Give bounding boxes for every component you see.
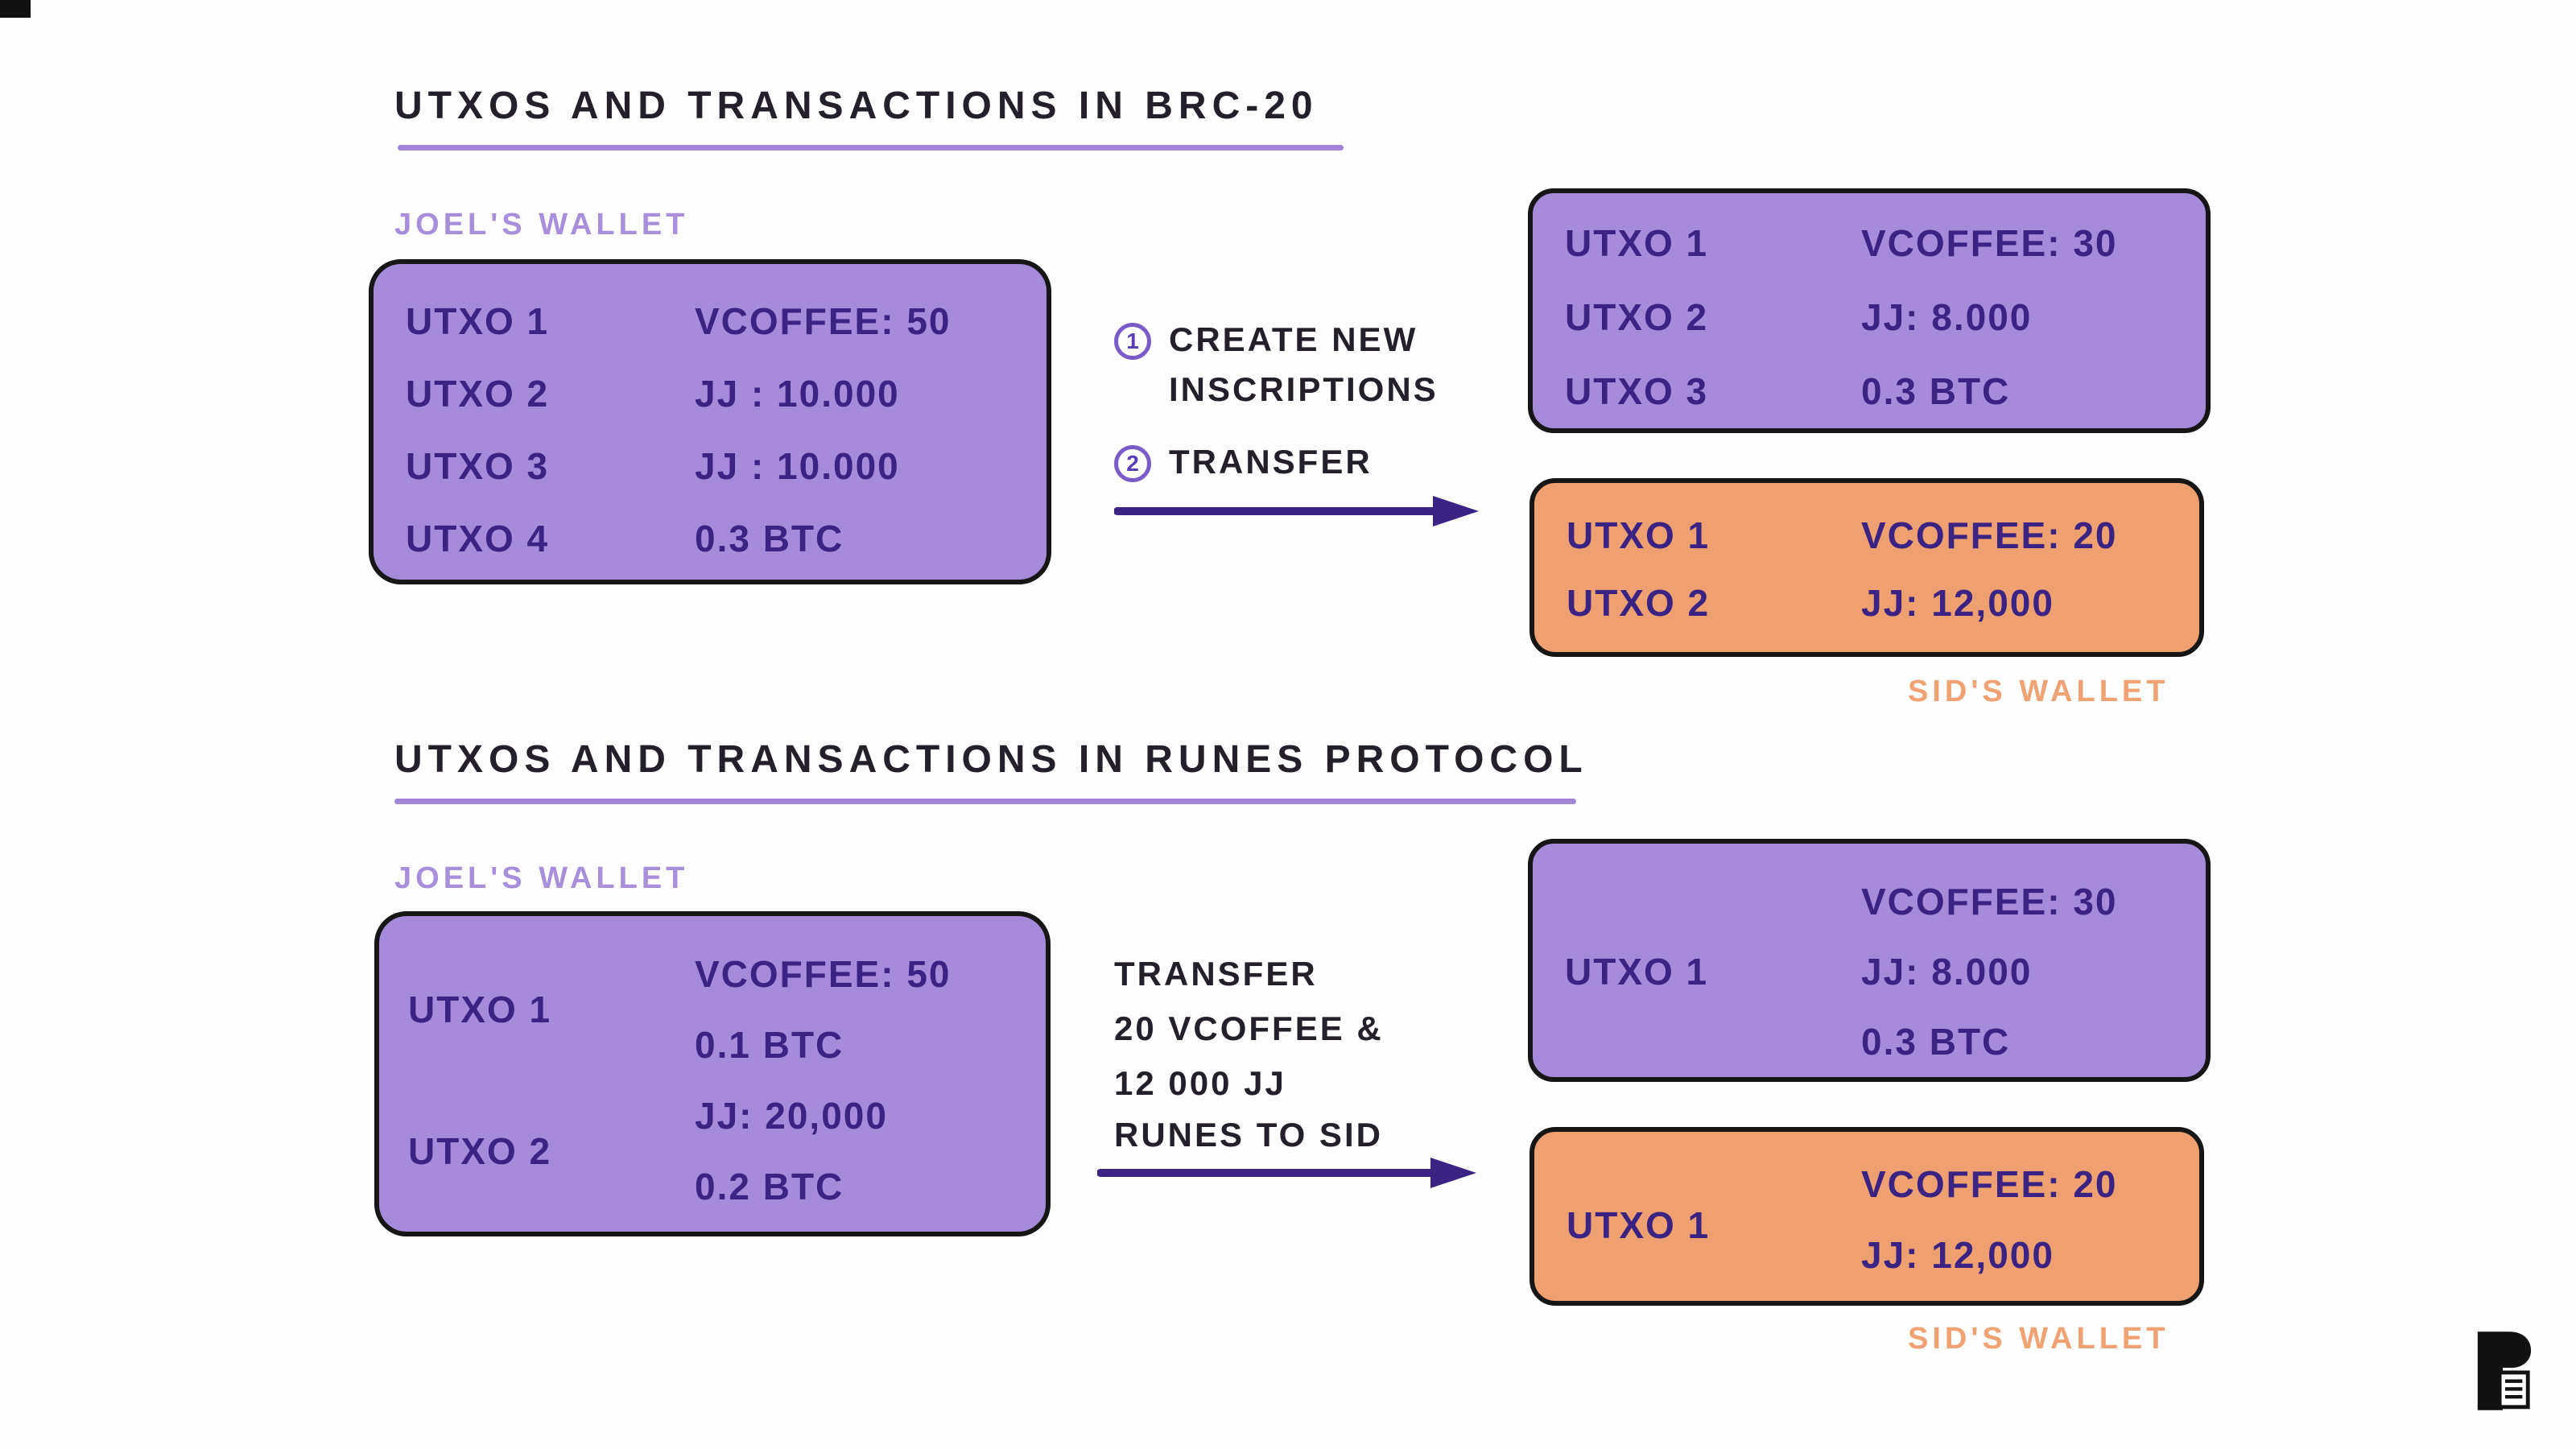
- utxo-label: UTXO 3: [406, 445, 550, 487]
- runes-joel-new-utxo-box: UTXO 1 VCOFFEE: 30 JJ: 8.000 0.3 BTC: [1528, 839, 2211, 1082]
- step-1-label-line2: INSCRIPTIONS: [1169, 370, 1439, 408]
- runes-title: UTXOS AND TRANSACTIONS IN RUNES PROTOCOL: [394, 738, 1588, 781]
- brc20-joel-wallet-label: JOEL'S WALLET: [394, 208, 689, 242]
- utxo-row: UTXO 3 0.3 BTC: [1565, 354, 2206, 428]
- utxo-value: JJ: 12,000: [1861, 1234, 2054, 1276]
- runes-title-underline: [394, 799, 1576, 804]
- utxo-row: UTXO 2 JJ: 8.000: [1565, 280, 2206, 354]
- utxo-value: JJ: 20,000: [695, 1095, 888, 1137]
- utxo-label: UTXO 3: [1565, 370, 1709, 412]
- utxo-value: JJ : 10.000: [695, 445, 900, 487]
- transfer-arrow: [1097, 1158, 1476, 1188]
- brc20-joel-new-utxo-box: UTXO 1 VCOFFEE: 30 UTXO 2 JJ: 8.000 UTXO…: [1528, 188, 2211, 433]
- utxo-group: UTXO 1 VCOFFEE: 50 0.1 BTC: [408, 939, 1046, 1080]
- brand-logo: [2471, 1331, 2534, 1414]
- utxo-row: UTXO 1 VCOFFEE: 50: [406, 285, 1046, 357]
- transfer-note-line2: 20 VCOFFEE &: [1114, 1009, 1384, 1047]
- utxo-label: UTXO 2: [406, 373, 550, 415]
- utxo-value: 0.3 BTC: [1861, 1021, 2011, 1063]
- transfer-arrow: [1114, 496, 1479, 526]
- utxo-value: JJ: 8.000: [1861, 296, 2033, 338]
- utxo-value: 0.2 BTC: [695, 1166, 844, 1208]
- utxo-value: JJ : 10.000: [695, 373, 900, 415]
- screen-corner-mark: [0, 0, 31, 18]
- utxo-label: UTXO 1: [1565, 951, 1709, 993]
- utxo-label: UTXO 2: [1565, 296, 1709, 338]
- brc20-title-underline: [398, 145, 1344, 151]
- step-1-badge: 1: [1114, 323, 1151, 360]
- utxo-value: VCOFFEE: 30: [1861, 222, 2118, 264]
- utxo-row: UTXO 1 VCOFFEE: 20: [1567, 502, 2199, 569]
- utxo-label: UTXO 2: [408, 1130, 552, 1172]
- brc20-sid-wallet-box: UTXO 1 VCOFFEE: 20 UTXO 2 JJ: 12,000: [1530, 478, 2204, 657]
- brc20-joel-wallet-box: UTXO 1 VCOFFEE: 50 UTXO 2 JJ : 10.000 UT…: [369, 259, 1051, 584]
- step-2-badge: 2: [1114, 445, 1151, 482]
- transfer-note-line3: 12 000 JJ: [1114, 1064, 1286, 1102]
- utxo-value: JJ: 12,000: [1861, 582, 2054, 624]
- brc20-title: UTXOS AND TRANSACTIONS IN BRC-20: [394, 85, 1319, 127]
- utxo-label: UTXO 1: [1565, 222, 1709, 264]
- utxo-group: UTXO 2 JJ: 20,000 0.2 BTC: [408, 1080, 1046, 1222]
- utxo-value: VCOFFEE: 30: [1861, 880, 2118, 923]
- utxo-label: UTXO 1: [406, 300, 550, 342]
- step-2-label: TRANSFER: [1169, 443, 1373, 481]
- utxo-value: 0.3 BTC: [695, 518, 844, 559]
- utxo-row: UTXO 3 JJ : 10.000: [406, 430, 1046, 502]
- transfer-note-line1: TRANSFER: [1114, 955, 1318, 993]
- utxo-value: VCOFFEE: 50: [695, 953, 952, 995]
- utxo-row: UTXO 1 VCOFFEE: 30: [1565, 206, 2206, 280]
- utxo-label: UTXO 1: [1567, 514, 1711, 556]
- utxo-value: VCOFFEE: 50: [695, 300, 952, 342]
- utxo-row: UTXO 4 0.3 BTC: [406, 502, 1046, 575]
- logo-icon: [2477, 1331, 2532, 1410]
- utxo-value: VCOFFEE: 20: [1861, 1163, 2118, 1205]
- runes-sid-wallet-label: SID'S WALLET: [1908, 1322, 2169, 1356]
- utxo-label: UTXO 1: [1567, 1203, 1711, 1246]
- utxo-label: UTXO 1: [408, 989, 552, 1030]
- utxo-label: UTXO 2: [1567, 582, 1711, 624]
- utxo-value: VCOFFEE: 20: [1861, 514, 2118, 556]
- utxo-label: UTXO 4: [406, 518, 550, 559]
- runes-joel-wallet-box: UTXO 1 VCOFFEE: 50 0.1 BTC UTXO 2 JJ: 20…: [374, 911, 1051, 1236]
- brc20-sid-wallet-label: SID'S WALLET: [1908, 675, 2169, 708]
- utxo-row: UTXO 2 JJ: 12,000: [1567, 569, 2199, 637]
- utxo-value: JJ: 8.000: [1861, 950, 2033, 993]
- runes-sid-wallet-box: UTXO 1 VCOFFEE: 20 JJ: 12,000: [1530, 1127, 2204, 1306]
- transfer-note-line4: RUNES TO SID: [1114, 1116, 1383, 1154]
- utxo-value: 0.3 BTC: [1861, 370, 2011, 412]
- runes-joel-wallet-label: JOEL'S WALLET: [394, 861, 689, 895]
- utxo-row: UTXO 2 JJ : 10.000: [406, 357, 1046, 430]
- utxo-value: 0.1 BTC: [695, 1024, 844, 1066]
- step-1-label-line1: CREATE NEW: [1169, 320, 1418, 358]
